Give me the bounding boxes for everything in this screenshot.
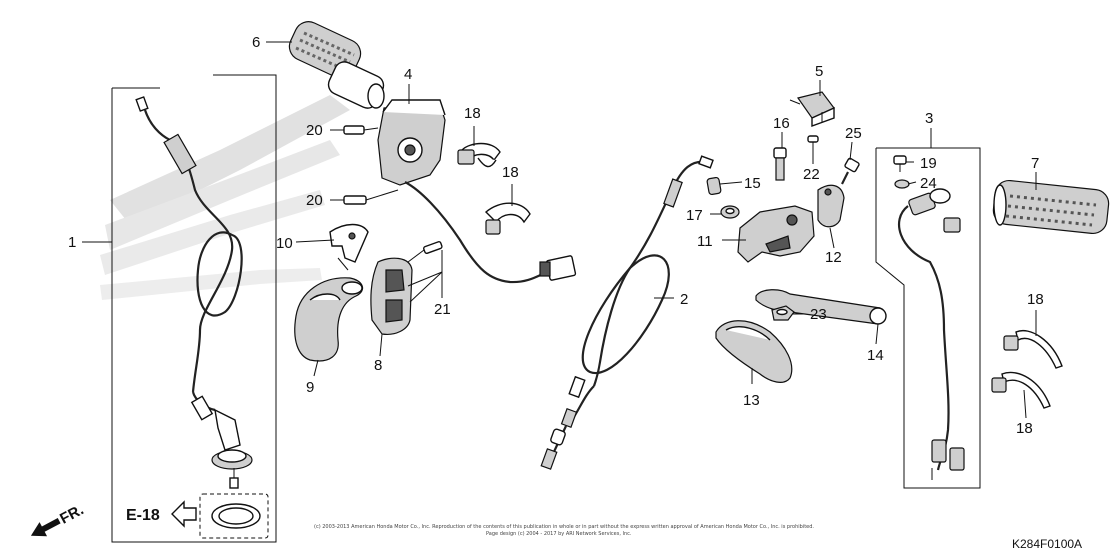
clutch-cable — [540, 155, 714, 470]
lever-holder-11 — [737, 205, 815, 263]
throttle-sensor-wire — [404, 181, 577, 284]
front-direction-indicator: FR. — [30, 501, 87, 537]
band-clamp-18-d — [991, 371, 1051, 409]
part-label-25[interactable]: 25 — [845, 125, 862, 142]
cable-seal-ring — [211, 503, 261, 529]
pivot-bolt-16 — [773, 147, 787, 181]
housing-half-8 — [370, 257, 413, 335]
part-label-24[interactable]: 24 — [920, 175, 937, 192]
part-label-19[interactable]: 19 — [920, 155, 937, 172]
part-label-4[interactable]: 4 — [404, 66, 412, 83]
part-label-21[interactable]: 21 — [434, 301, 451, 318]
reference-label: E-18 — [126, 507, 160, 524]
band-clamp-18-b — [484, 202, 531, 235]
part-label-12[interactable]: 12 — [825, 249, 842, 266]
nut-23 — [771, 305, 795, 321]
throttle-cover-9 — [294, 277, 364, 362]
part-label-18-c[interactable]: 18 — [1027, 291, 1044, 308]
part-label-23[interactable]: 23 — [810, 306, 827, 323]
front-arrow-icon — [30, 518, 61, 537]
part-label-20-b[interactable]: 20 — [306, 192, 323, 209]
front-label: FR. — [57, 501, 86, 527]
reference-arrow-icon — [171, 500, 197, 528]
screw-19 — [893, 155, 907, 172]
part-label-20-a[interactable]: 20 — [306, 122, 323, 139]
washer-24 — [894, 179, 910, 189]
part-label-7[interactable]: 7 — [1031, 155, 1039, 172]
switch-harness-3 — [898, 188, 965, 480]
holder-clamp-12 — [817, 184, 845, 228]
part-label-2[interactable]: 2 — [680, 291, 688, 308]
band-clamp-18-a — [457, 142, 501, 168]
honda-wing-watermark — [100, 95, 350, 300]
leader-lines — [82, 41, 1037, 419]
part-label-1[interactable]: 1 — [68, 234, 76, 251]
part-label-11[interactable]: 11 — [697, 233, 713, 250]
lever-cover-13 — [715, 320, 793, 383]
part-label-18-b[interactable]: 18 — [502, 164, 519, 181]
part-label-16[interactable]: 16 — [773, 115, 790, 132]
throttle-cable — [135, 96, 253, 489]
part-label-22[interactable]: 22 — [803, 166, 820, 183]
part-label-18-d[interactable]: 18 — [1016, 420, 1033, 437]
part-label-13[interactable]: 13 — [743, 392, 760, 409]
throttle-grip — [288, 21, 385, 109]
bolt-25 — [841, 157, 860, 185]
part-label-5[interactable]: 5 — [815, 63, 823, 80]
reference-e18[interactable]: E-18 — [126, 500, 197, 528]
part-label-17[interactable]: 17 — [686, 207, 703, 224]
part-label-15[interactable]: 15 — [744, 175, 761, 192]
part-label-8[interactable]: 8 — [374, 357, 382, 374]
part-label-18-a[interactable]: 18 — [464, 105, 481, 122]
left-grip-7 — [992, 179, 1110, 235]
screw-22 — [807, 135, 819, 154]
part-label-9[interactable]: 9 — [306, 379, 314, 396]
part-label-10[interactable]: 10 — [276, 235, 293, 252]
throttle-housing — [377, 99, 446, 186]
clutch-switch-5 — [789, 91, 835, 127]
copyright-line-2: Page design (c) 2004 - 2017 by ARI Netwo… — [486, 531, 632, 537]
screw-20-lower — [330, 189, 399, 205]
switch-harness-frame — [875, 147, 981, 489]
throttle-cable-frame — [111, 74, 277, 543]
locknut-17 — [720, 205, 740, 219]
bracket-10 — [329, 223, 369, 271]
part-label-14[interactable]: 14 — [867, 347, 884, 364]
part-labels: 1 2 3 4 5 6 7 8 9 10 11 12 13 14 15 16 1… — [68, 34, 1044, 437]
copyright-line-1: (c) 2003-2013 American Honda Motor Co., … — [314, 524, 814, 530]
diagram-code: K284F0100A — [1012, 537, 1082, 551]
screw-21 — [407, 241, 443, 263]
part-label-3[interactable]: 3 — [925, 110, 933, 127]
part-label-6[interactable]: 6 — [252, 34, 260, 51]
screw-20-upper — [330, 125, 379, 135]
adjuster-15 — [706, 176, 722, 196]
clutch-lever-14 — [755, 289, 887, 325]
band-clamp-18-c — [1003, 330, 1063, 369]
